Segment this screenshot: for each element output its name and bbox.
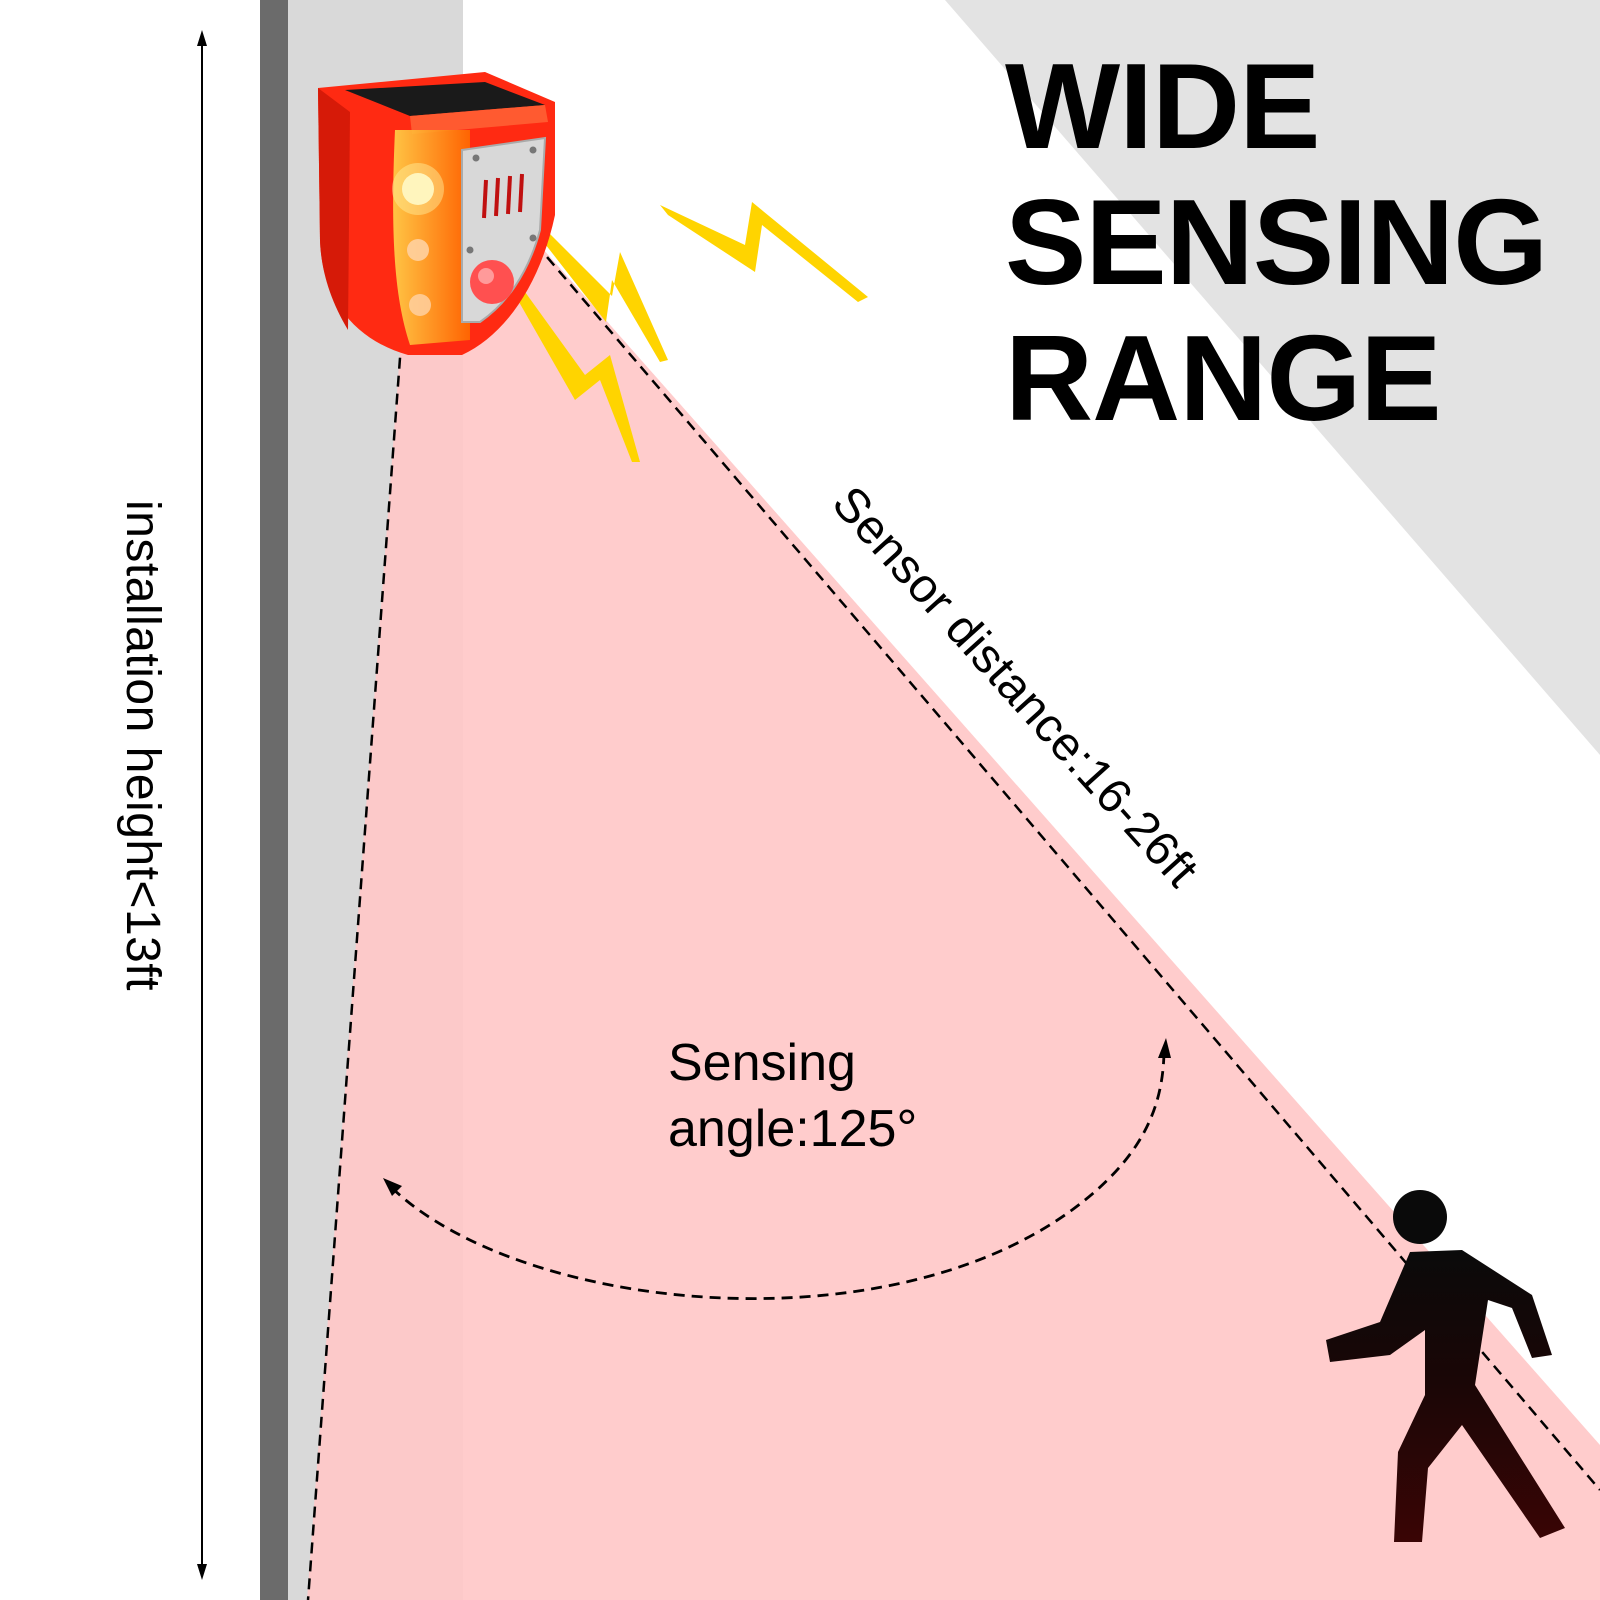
device-side-shade [318, 88, 350, 330]
height-arrow-top [197, 30, 207, 46]
headline: WIDE SENSING RANGE [1005, 38, 1600, 446]
led-light-icon [409, 294, 431, 316]
alarm-sound-bolts [515, 202, 868, 462]
headline-line-3: RANGE [1005, 310, 1442, 446]
solar-alarm-device [318, 72, 555, 355]
solar-panel [345, 82, 545, 116]
installation-height-label: installation height<13ft [116, 500, 169, 992]
pir-sensor-highlight [478, 268, 494, 284]
pir-sensor-icon [470, 260, 514, 304]
background-diagonal-panel [945, 0, 1600, 755]
angle-arrow-head-left [383, 1178, 402, 1196]
screw-icon [472, 154, 480, 162]
headline-line-2: SENSING [1005, 174, 1548, 310]
beam-edge-vertical [306, 249, 410, 1600]
screw-icon [466, 246, 474, 254]
sensing-angle-line-2: angle:125° [668, 1100, 918, 1158]
lightning-bolt-icon [515, 285, 640, 462]
led-light-icon [407, 239, 429, 261]
headline-line-1: WIDE [1005, 38, 1321, 174]
screw-icon [529, 234, 537, 242]
sensing-angle-label: Sensing angle:125° [668, 1030, 917, 1162]
led-light-icon [392, 163, 444, 215]
lightning-bolt-icon [542, 232, 668, 362]
speaker-grille-icon [482, 173, 524, 219]
height-arrow-bottom [197, 1564, 207, 1580]
person-head [1393, 1190, 1447, 1244]
wall-dark-edge [260, 0, 288, 1600]
walking-person-icon [1326, 1190, 1565, 1542]
sensing-angle-line-1: Sensing [668, 1034, 856, 1092]
solar-panel-rim [410, 105, 548, 134]
sensing-beam-area [307, 232, 1600, 1600]
sensing-angle-arc [391, 1051, 1166, 1300]
lightning-bolt-icon [660, 202, 868, 302]
person-body [1326, 1250, 1565, 1542]
angle-arrow-head-right [1158, 1038, 1171, 1058]
led-glow-strip [393, 130, 470, 345]
screw-icon [529, 146, 537, 154]
led-light-icon [402, 173, 434, 205]
